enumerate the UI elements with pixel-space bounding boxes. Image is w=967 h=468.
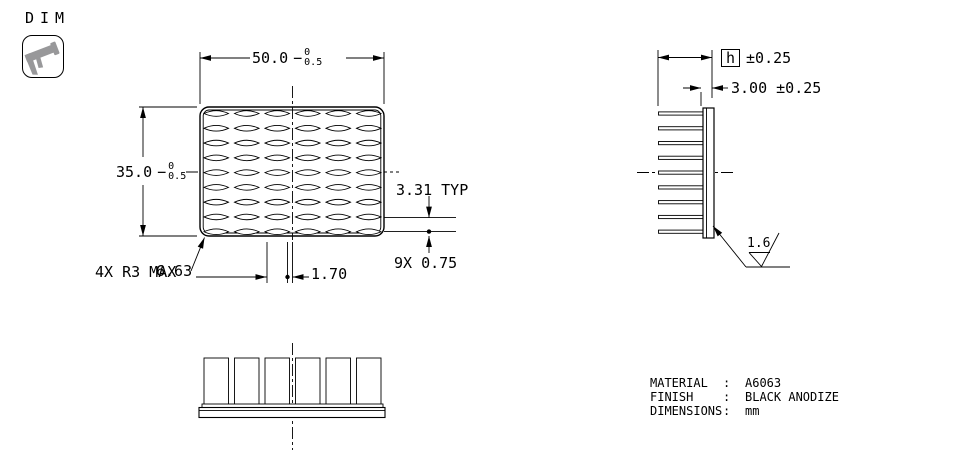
note-finish-value: BLACK ANODIZE (745, 389, 839, 404)
top-view-fin-pattern (202, 110, 383, 235)
surface-roughness-value: 1.6 (747, 236, 771, 251)
page-title: DIM (25, 9, 71, 27)
dim-fin-thickness: 9X 0.75 (394, 254, 458, 272)
dim-h-symbol: h (721, 48, 741, 67)
dim-fin-pitch: 3.31 TYP (396, 181, 469, 199)
dim-corner-radius: 4X R3 MAX (95, 263, 177, 281)
dim-icon-box (22, 35, 64, 78)
caliper-icon (24, 41, 60, 75)
note-finish-colon: : (723, 389, 731, 404)
note-dimensions-colon: : (723, 403, 731, 418)
dim-h-tolerance: ±0.25 (746, 48, 792, 67)
side-view-base (702, 107, 715, 239)
dim-height-tol-bottom: 0.5 (168, 171, 187, 182)
dim-height-symbol-group: h ±0.25 (721, 48, 791, 67)
side-view-fins (658, 111, 704, 234)
dimension-arrowheads (140, 54, 723, 280)
note-finish-label: FINISH (650, 389, 694, 404)
note-finish: FINISH : BLACK ANODIZE (650, 389, 839, 405)
note-dimensions: DIMENSIONS : mm (650, 403, 839, 419)
dim-tab-offset: 6.63 (156, 262, 193, 280)
note-material-colon: : (723, 376, 731, 390)
note-dimensions-label: DIMENSIONS (650, 403, 723, 418)
dim-width-tol-top: 0 (304, 47, 311, 58)
dim-width-minus: − (293, 49, 303, 67)
dimension-dots (285, 229, 432, 280)
dim-width-tol-bottom: 0.5 (304, 57, 323, 68)
note-material-value: A6063 (745, 376, 782, 390)
dim-height-minus: − (157, 163, 167, 181)
dim-height-tol-top: 0 (168, 161, 175, 172)
dim-height-value: 35.0 (116, 163, 153, 181)
note-material: MATERIAL : A6063 (650, 376, 839, 391)
note-material-label: MATERIAL (650, 376, 708, 390)
front-view-base (198, 403, 386, 419)
notes-block: MATERIAL : A6063 FINISH : BLACK ANODIZE … (650, 376, 839, 419)
dim-tab-width: 1.70 (311, 265, 348, 283)
note-dimensions-value: mm (745, 403, 760, 418)
dim-width-value: 50.0 (252, 49, 289, 67)
dim-base-thickness: 3.00 ±0.25 (731, 79, 822, 97)
